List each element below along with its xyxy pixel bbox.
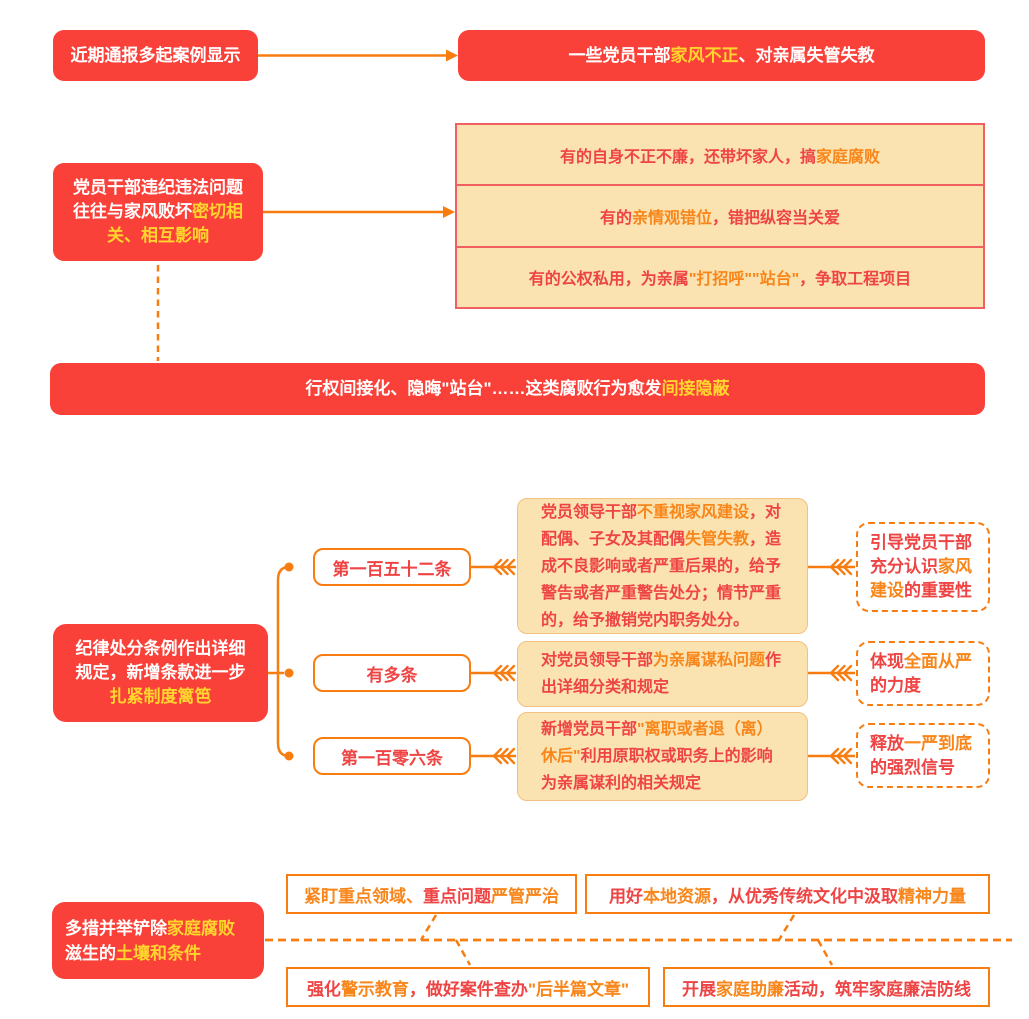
clause-label-box: 有多条	[313, 654, 471, 692]
case-result-text: 一些党员干部家风不正、对亲属失管失教	[568, 45, 875, 65]
clause-label: 第一百五十二条	[332, 559, 452, 579]
clause-label: 有多条	[366, 665, 418, 685]
factor-row-text: 有的公权私用，为亲属"打招呼""站台"，争取工程项目	[528, 271, 912, 289]
dashed-connector	[816, 939, 834, 966]
arrowhead-icon	[446, 49, 458, 62]
arrowhead-icon	[443, 206, 455, 218]
factor-row-text: 有的亲情观错位，错把纵容当关爱	[599, 209, 841, 227]
clause-detail-text: 新增党员干部"离职或者退（离）休后"利用原职权或职务上的影响为亲属谋利的相关规定	[541, 721, 773, 792]
factors-table: 有的自身不正不廉，还带坏家人，搞家庭腐败 有的亲情观错位，错把纵容当关爱 有的公…	[455, 123, 985, 309]
factor-row-text: 有的自身不正不廉，还带坏家人，搞家庭腐败	[559, 148, 881, 166]
measure-box: 开展家庭助廉活动，筑牢家庭廉洁防线	[663, 967, 990, 1007]
significance-text: 引导党员干部充分认识家风建设的重要性	[870, 533, 972, 600]
dashed-connector	[419, 914, 438, 941]
measures-intro-text: 多措并举铲除家庭腐败滋生的土壤和条件	[65, 918, 235, 963]
significance-text: 释放一严到底的强烈信号	[870, 733, 972, 777]
factor-row: 有的亲情观错位，错把纵容当关爱	[457, 184, 983, 245]
measure-box: 用好本地资源，从优秀传统文化中汲取精神力量	[585, 874, 990, 914]
measures-intro-box: 多措并举铲除家庭腐败滋生的土壤和条件	[52, 902, 264, 979]
measure-text: 开展家庭助廉活动，筑牢家庭廉洁防线	[682, 979, 971, 999]
dashed-connector	[454, 939, 472, 966]
measure-text: 用好本地资源，从优秀传统文化中汲取精神力量	[609, 886, 966, 906]
factor-row: 有的公权私用，为亲属"打招呼""站台"，争取工程项目	[457, 245, 983, 307]
significance-box: 释放一严到底的强烈信号	[856, 723, 990, 788]
dashed-connector	[777, 914, 796, 941]
conclusion-bar: 行权间接化、隐晦"站台"……这类腐败行为愈发间接隐蔽	[50, 363, 985, 415]
case-source-text: 近期通报多起案例显示	[70, 45, 241, 65]
clause-detail-box: 对党员领导干部为亲属谋私问题作出详细分类和规定	[517, 641, 808, 707]
measure-box: 紧盯重点领域、重点问题严管严治	[286, 874, 577, 914]
clause-detail-text: 对党员领导干部为亲属谋私问题作出详细分类和规定	[541, 652, 782, 696]
significance-box: 体现全面从严的力度	[856, 641, 990, 706]
branch-dot-icon	[284, 562, 294, 572]
clause-label-box: 第一百五十二条	[313, 548, 471, 586]
case-source-box: 近期通报多起案例显示	[53, 30, 258, 81]
clause-detail-box: 党员领导干部不重视家风建设，对配偶、子女及其配偶失管失教，造成不良影响或者严重后…	[517, 498, 808, 634]
branch-dot-icon	[284, 751, 294, 761]
factor-row: 有的自身不正不廉，还带坏家人，搞家庭腐败	[457, 125, 983, 184]
clause-label-box: 第一百零六条	[313, 737, 471, 775]
branch-dot-icon	[284, 668, 294, 678]
case-result-box: 一些党员干部家风不正、对亲属失管失教	[458, 30, 985, 81]
branch-bracket	[276, 565, 290, 758]
conclusion-bar-text: 行权间接化、隐晦"站台"……这类腐败行为愈发间接隐蔽	[305, 379, 730, 398]
measure-box: 强化警示教育，做好案件查办"后半篇文章"	[286, 967, 650, 1007]
clause-detail-text: 党员领导干部不重视家风建设，对配偶、子女及其配偶失管失教，造成不良影响或者严重后…	[541, 503, 782, 629]
clause-label: 第一百零六条	[341, 748, 443, 768]
clause-detail-box: 新增党员干部"离职或者退（离）休后"利用原职权或职务上的影响为亲属谋利的相关规定	[517, 712, 808, 801]
measure-text: 强化警示教育，做好案件查办"后半篇文章"	[306, 979, 630, 999]
significance-box: 引导党员干部充分认识家风建设的重要性	[856, 522, 990, 612]
regulation-intro-box: 纪律处分条例作出详细规定，新增条款进一步扎紧制度篱笆	[53, 624, 268, 722]
regulation-intro-text: 纪律处分条例作出详细规定，新增条款进一步扎紧制度篱笆	[75, 639, 246, 706]
problem-box: 党员干部违纪违法问题往往与家风败坏密切相关、相互影响	[53, 163, 263, 261]
measure-text: 紧盯重点领域、重点问题严管严治	[304, 886, 559, 906]
significance-text: 体现全面从严的力度	[870, 651, 972, 695]
problem-text: 党员干部违纪违法问题往往与家风败坏密切相关、相互影响	[73, 178, 243, 245]
